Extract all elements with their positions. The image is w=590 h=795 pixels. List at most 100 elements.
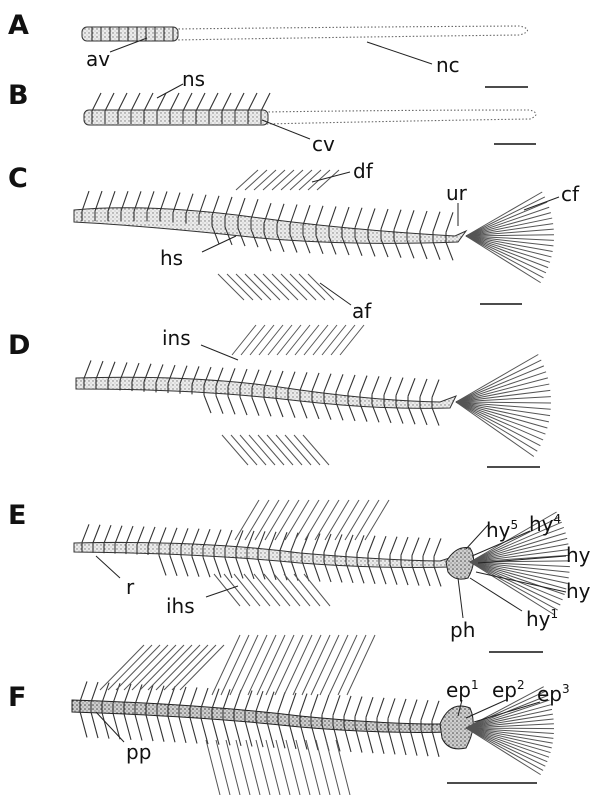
neural-spine [433, 212, 440, 232]
haemal-spine [80, 711, 87, 737]
haemal-spine [432, 408, 439, 426]
neural-spine [223, 689, 230, 709]
neural-spine [261, 93, 270, 111]
panel-letter-d: D [8, 330, 30, 361]
fin-ray [245, 170, 267, 190]
fin-ray [338, 635, 366, 695]
label-ep1: ep1 [446, 678, 479, 702]
fin-ray [345, 500, 369, 540]
label-ns: ns [182, 67, 205, 91]
fin-ray [275, 500, 299, 540]
neural-spine [324, 374, 331, 392]
panel-a: A av nc [8, 10, 528, 87]
caudal-ray [456, 360, 541, 402]
neural-spine [269, 532, 276, 550]
fin-ray [355, 500, 379, 540]
panel-letter-b: B [8, 80, 29, 111]
leader-ph [458, 578, 463, 618]
panel-letter-f: F [8, 682, 26, 713]
haemal-spine [192, 557, 199, 577]
neural-spine [412, 538, 419, 556]
fin-ray [281, 170, 303, 190]
haemal-spine [420, 241, 427, 259]
panel-c: C df ur cf hs af [8, 159, 580, 323]
neural-spine [247, 531, 254, 549]
vertebral-column-f [72, 700, 456, 732]
neural-spine [336, 374, 343, 392]
haemal-spine [146, 715, 153, 741]
leader-af [320, 283, 351, 305]
fin-ray [304, 574, 330, 606]
neural-spine [115, 526, 122, 544]
label-ep2: ep2 [492, 678, 525, 702]
haemal-spine [280, 560, 287, 580]
neural-spine [289, 693, 296, 713]
hypural-complex-e [446, 548, 474, 580]
haemal-spine [113, 713, 120, 739]
neural-spine [209, 93, 218, 111]
neural-spine [333, 695, 340, 715]
fin-ray [320, 635, 348, 695]
haemal-spine [267, 722, 274, 748]
neural-spine [335, 534, 342, 552]
neural-spine [93, 525, 100, 543]
neural-spine [144, 93, 153, 111]
neural-spine [290, 205, 297, 225]
fin-ray [311, 635, 339, 695]
leader-ns [157, 84, 183, 98]
neural-spine [346, 535, 353, 553]
neural-spine [278, 692, 285, 712]
neural-spine [399, 699, 406, 719]
fin-ray [212, 635, 240, 695]
fin-ray [335, 500, 359, 540]
label-r: r [126, 575, 135, 599]
neural-spine [322, 695, 329, 715]
neural-spine [170, 93, 179, 111]
neural-spine [348, 375, 355, 393]
neural-spine [432, 380, 439, 398]
haemal-spine [91, 712, 98, 738]
neural-spine [235, 93, 244, 111]
neural-spine [311, 694, 318, 714]
neural-spine [312, 373, 319, 391]
neural-spine [303, 205, 310, 225]
neural-spine [344, 696, 351, 716]
fin-ray [263, 170, 285, 190]
neural-spine [135, 684, 142, 704]
panel-letter-e: E [8, 500, 26, 531]
dorsal-fin-rays-e [235, 500, 389, 540]
fin-ray [329, 635, 357, 695]
neural-spine [225, 530, 232, 548]
neural-spine [432, 701, 439, 721]
haemal-spine [276, 399, 283, 417]
caudal-fin-rays-e [470, 512, 570, 615]
label-hy2: hy [566, 579, 590, 603]
neural-spine [280, 532, 287, 550]
leader-nc [367, 42, 432, 64]
fin-ray [293, 635, 321, 695]
vertebral-column-a [82, 27, 178, 41]
haemal-spine [401, 565, 408, 585]
panel-d: D ins [8, 325, 551, 467]
panel-f: F ep1 ep2 ep3 pp [8, 635, 570, 795]
fin-ray [365, 500, 389, 540]
fin-ray [294, 574, 320, 606]
fin-ray [239, 635, 267, 695]
leader-hy5 [466, 525, 488, 549]
caudal-ray [456, 378, 548, 402]
label-pp: pp [126, 740, 151, 764]
neural-spine [92, 93, 101, 111]
neural-spine [379, 536, 386, 554]
neural-spine [313, 534, 320, 552]
haemal-spine [135, 714, 142, 740]
leader-ins [201, 345, 238, 360]
dorsal-fin-rays-d [232, 325, 364, 355]
haemal-spine [216, 396, 223, 414]
label-ihs: ihs [166, 594, 195, 618]
leader-hs [202, 236, 236, 252]
haemal-spine [190, 717, 197, 743]
anal-fin-rays-e [214, 574, 330, 606]
fin-ray [244, 574, 270, 606]
haemal-spine [399, 729, 406, 755]
haemal-spine [204, 395, 211, 413]
